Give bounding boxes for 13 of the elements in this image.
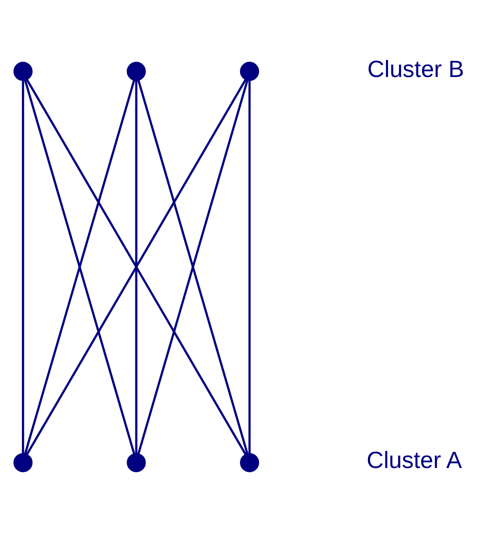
- connector: [248, 80, 251, 454]
- connector: [24, 80, 136, 454]
- node-circle: [240, 452, 260, 472]
- label: Cluster B: [367, 55, 464, 82]
- node-circle: [126, 61, 146, 80]
- node-circle: [240, 61, 260, 80]
- label: Cluster A: [366, 446, 462, 473]
- connector: [135, 80, 138, 454]
- node-circle: [13, 61, 33, 80]
- node-circle: [126, 452, 146, 472]
- connector: [137, 80, 248, 454]
- connector: [22, 80, 24, 454]
- node-circle: [13, 452, 33, 472]
